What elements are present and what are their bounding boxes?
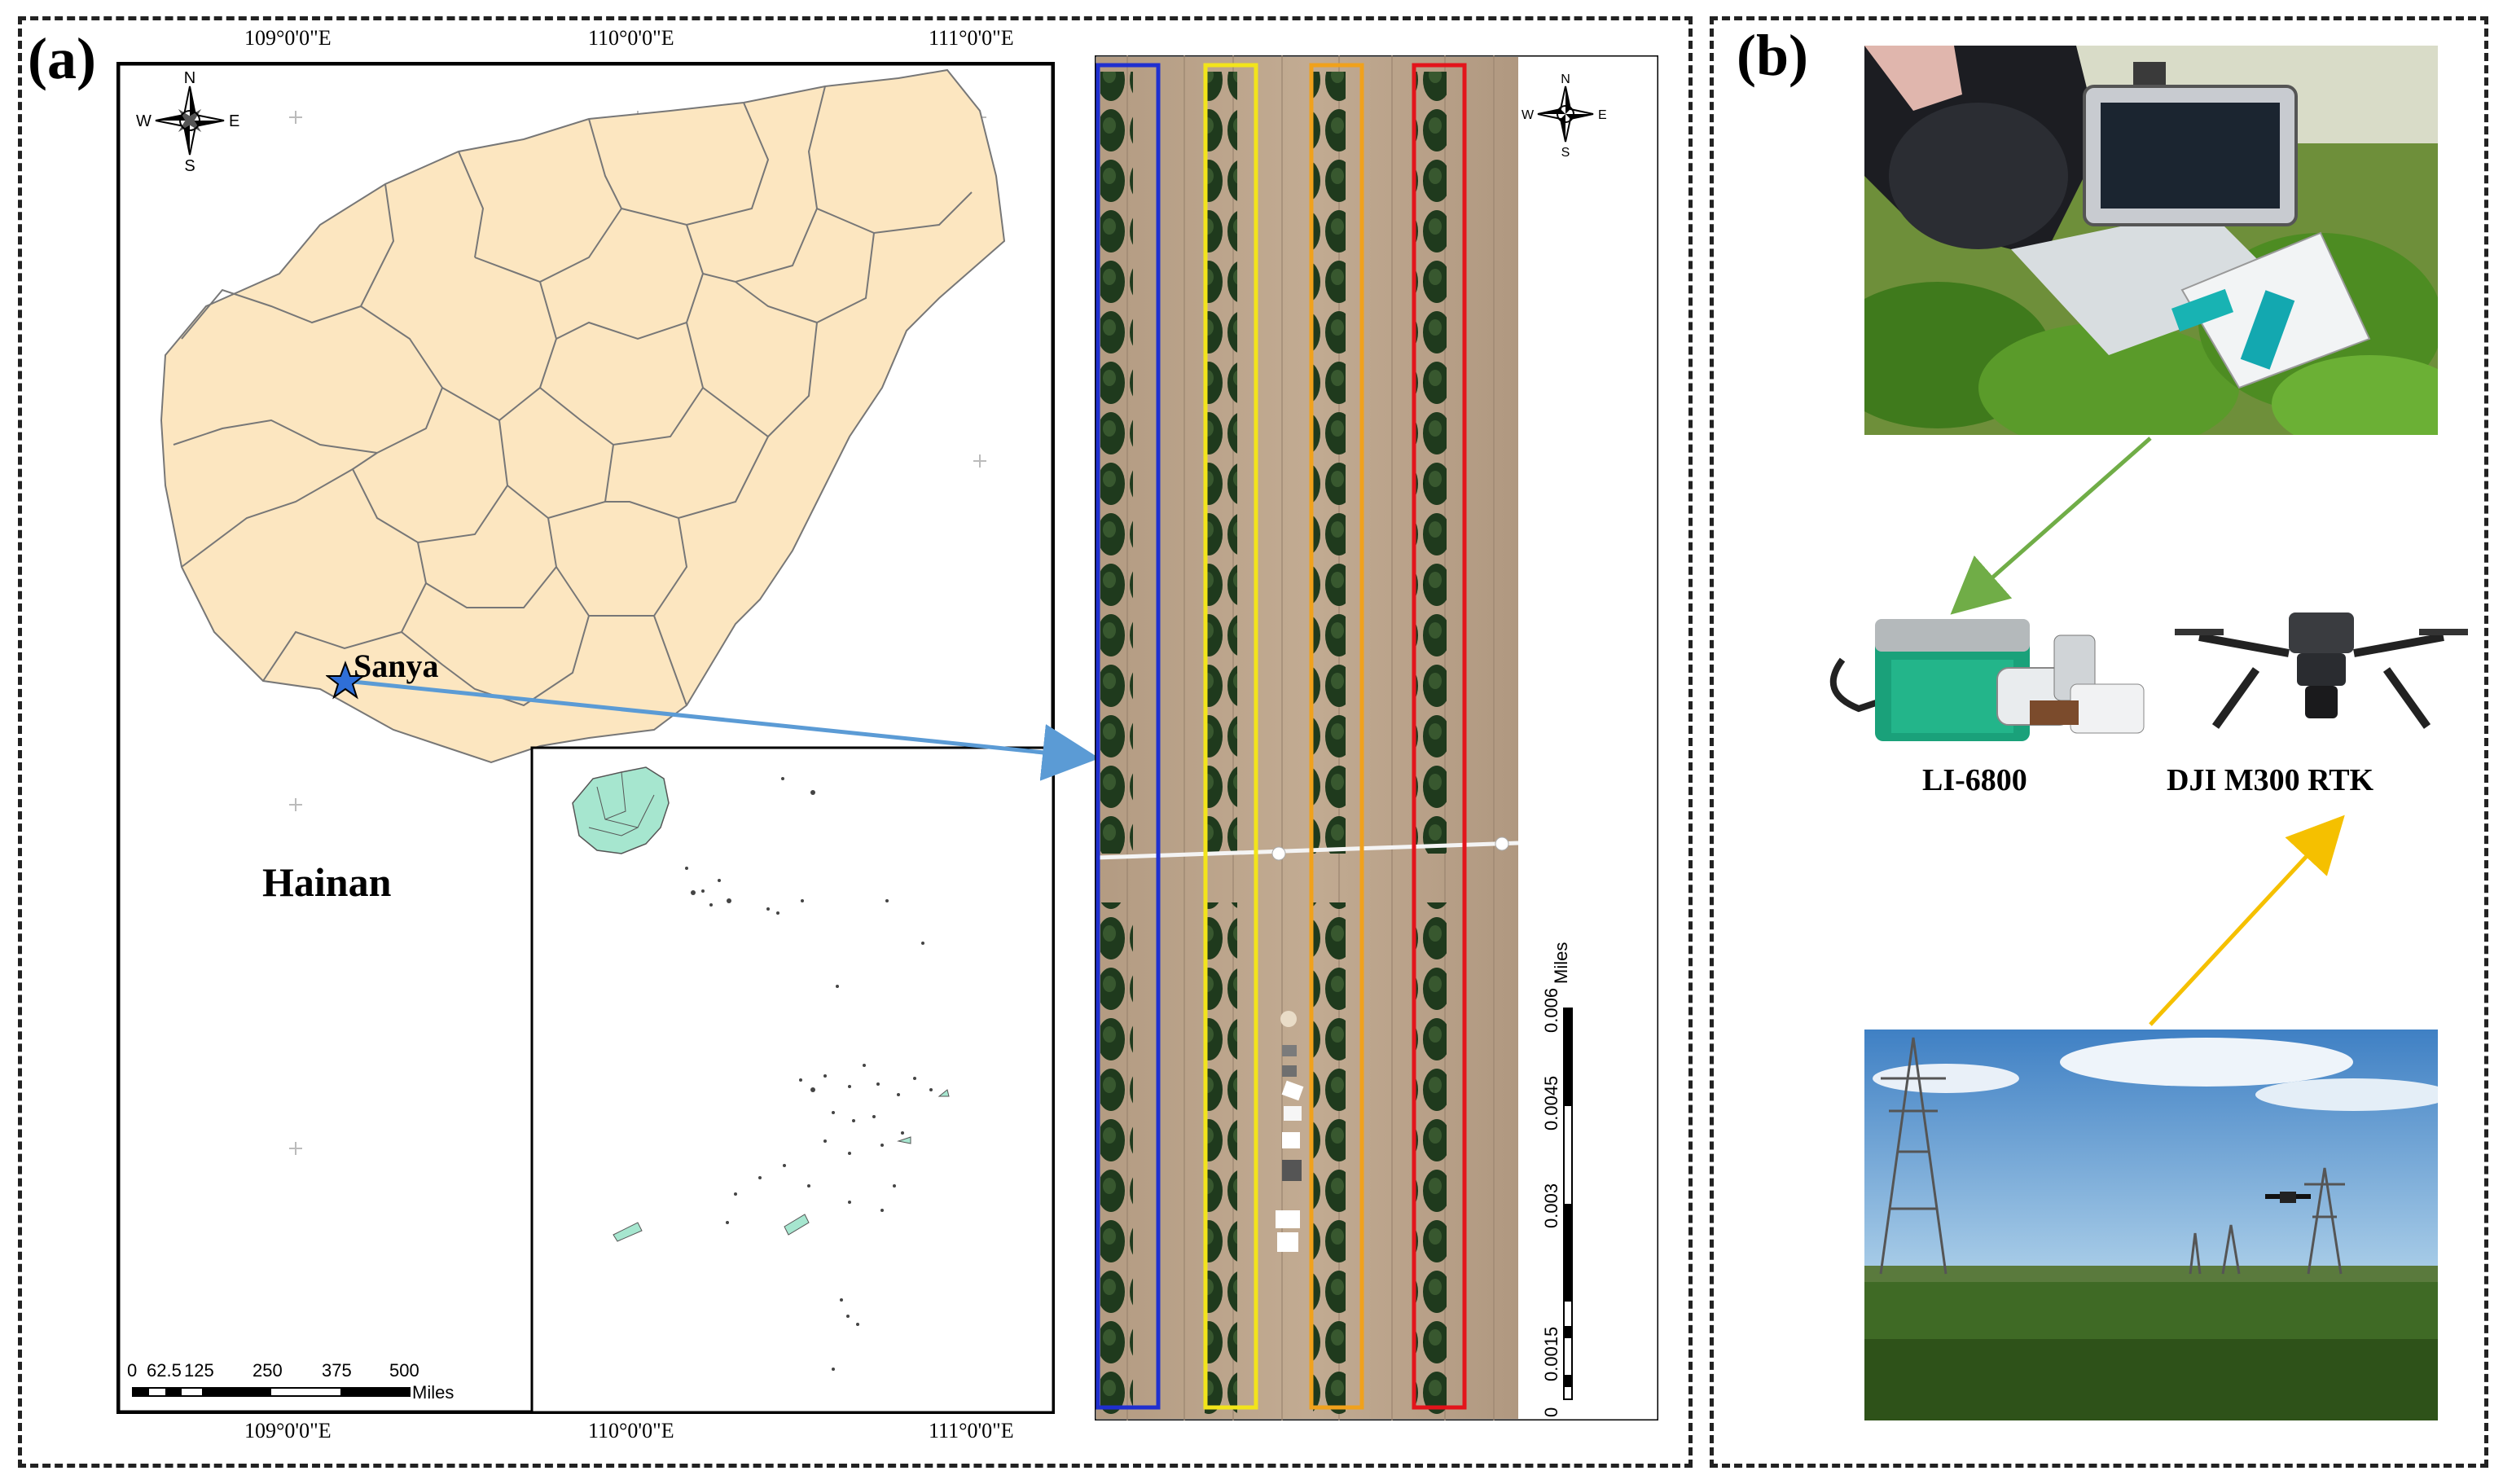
lon-label-top-110: 110°0'0"E xyxy=(588,26,674,50)
map-scale-tick-125: 125 xyxy=(184,1360,214,1381)
dji-m300-drone-image xyxy=(2175,612,2468,729)
map-scale-tick-500: 500 xyxy=(389,1360,419,1381)
photosynthesis-measurement-photo xyxy=(1864,46,2438,435)
map-scale-tick-375: 375 xyxy=(322,1360,352,1381)
panel-b-label: (b) xyxy=(1737,23,1808,88)
site-name-label: Sanya xyxy=(353,648,439,684)
svg-text:W: W xyxy=(1522,108,1535,122)
drone-field-photo xyxy=(1864,1030,2438,1420)
field-scale-tick-0-003: 0.003 xyxy=(1541,1183,1561,1228)
svg-text:S: S xyxy=(184,157,195,175)
field-scale-tick-0-0045: 0.0045 xyxy=(1541,1076,1561,1131)
field-compass-icon: N S E W xyxy=(1522,72,1607,160)
lon-label-bottom-109: 109°0'0"E xyxy=(244,1419,332,1442)
map-scale-bar xyxy=(132,1387,411,1397)
field-scale-tick-0: 0 xyxy=(1541,1407,1561,1417)
panel-b-frame xyxy=(1710,16,2488,1468)
map-scale-tick-62-5: 62.5 xyxy=(147,1360,182,1381)
map-scale-tick-250: 250 xyxy=(252,1360,283,1381)
sanya-star-icon xyxy=(326,661,366,700)
region-name-label: Hainan xyxy=(262,859,392,905)
equipment-arrows xyxy=(1950,437,2345,1026)
li6800-label: LI-6800 xyxy=(1922,763,2027,797)
hainan-island xyxy=(160,68,1006,764)
lon-label-top-111: 111°0'0"E xyxy=(929,26,1014,50)
lon-label-bottom-111: 111°0'0"E xyxy=(929,1419,1014,1442)
inset-hainan xyxy=(572,766,670,854)
svg-text:E: E xyxy=(1598,108,1607,122)
field-scale-unit: Miles xyxy=(1551,942,1571,984)
svg-text:N: N xyxy=(184,69,195,87)
dji-m300-label: DJI M300 RTK xyxy=(2167,763,2374,797)
field-scale-tick-0-006: 0.006 xyxy=(1541,988,1561,1033)
svg-text:W: W xyxy=(136,112,151,130)
field-scale-tick-0-0015: 0.0015 xyxy=(1541,1327,1561,1381)
map-scale-unit: Miles xyxy=(412,1382,454,1403)
svg-text:N: N xyxy=(1561,72,1570,86)
site-to-field-arrow xyxy=(326,661,1100,781)
svg-text:E: E xyxy=(229,112,239,130)
map-scale-tick-0: 0 xyxy=(127,1360,138,1381)
aerial-field-image: N S E W 0 0.0015 0.003 0.0045 0.006 Mile… xyxy=(1095,55,1658,1420)
panel-a-frame xyxy=(18,16,1693,1468)
lon-label-top-109: 109°0'0"E xyxy=(244,26,332,50)
panel-a-label: (a) xyxy=(28,26,96,91)
lon-label-bottom-110: 110°0'0"E xyxy=(588,1419,674,1442)
field-scale-bar xyxy=(1563,1008,1573,1400)
li6800-device-image xyxy=(1829,619,2145,741)
map-compass-icon: N S E W xyxy=(136,69,239,175)
svg-text:S: S xyxy=(1561,146,1570,160)
drone-in-flight-icon xyxy=(2265,1192,2311,1203)
